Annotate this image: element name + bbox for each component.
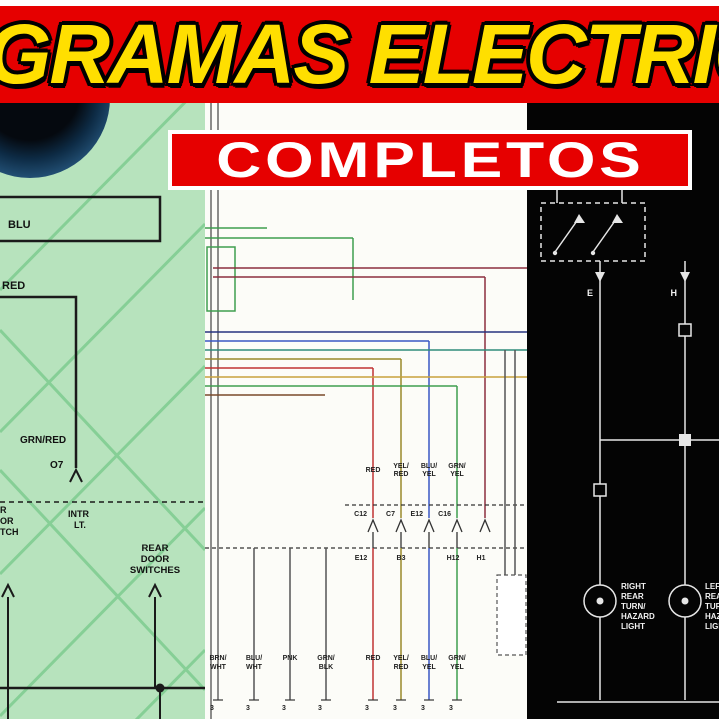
green-diagram-svg: BLU RED GRN/RED O7 INTR LT. R OR TCH REA… <box>0 80 205 719</box>
bottom-label-3b: BLK <box>319 664 333 671</box>
bottom-label-5b: RED <box>394 664 409 671</box>
subtitle-banner: COMPLETOS <box>168 130 692 190</box>
pin-number-1: 3 <box>246 705 250 712</box>
mid-top-label-0a: RED <box>366 467 381 474</box>
black-diagram-svg: E H RIGHT REAR TURN/ HAZARD LIGHT LEFT R… <box>540 186 719 703</box>
wire-label-grn-red: GRN/RED <box>20 435 66 446</box>
pin-number-4: 3 <box>365 705 369 712</box>
label-intr: INTR <box>68 509 89 519</box>
mid-top-label-2a: BLU/ <box>421 463 437 470</box>
bottom-label-5a: YEL/ <box>393 655 409 662</box>
label-lt: LT. <box>74 520 86 530</box>
mid-top-label-1a: YEL/ <box>393 463 409 470</box>
title-banner: GRAMAS ELECTRIC <box>0 6 719 103</box>
pin-number-2: 3 <box>282 705 286 712</box>
wire-label-red: RED <box>2 280 25 292</box>
bottom-label-0a: BRN/ <box>209 655 226 662</box>
label-fragment-1: R <box>0 505 7 515</box>
top-white-border <box>0 0 719 6</box>
bottom-label-4a: RED <box>366 655 381 662</box>
bottom-label-7b: YEL <box>450 664 464 671</box>
right-lamp-label-3: TURN/ <box>621 602 646 611</box>
lamp-circuit <box>557 261 719 703</box>
black-wiring <box>0 195 205 719</box>
bottom-label-1b: WHT <box>246 664 263 671</box>
label-fragment-2: OR <box>0 516 14 526</box>
connector-id-1: C7 <box>386 511 395 518</box>
label-door: DOOR <box>141 554 170 565</box>
right-lamp-label-5: LIGHT <box>621 622 645 631</box>
bottom-label-2a: PNK <box>283 655 298 662</box>
connector-id-2: E12 <box>411 511 424 518</box>
right-rails <box>504 350 516 575</box>
pin-number-6: 3 <box>421 705 425 712</box>
terminal-label-h: H <box>671 288 678 298</box>
connector-id-0: C12 <box>354 511 367 518</box>
left-lamp-label-4: HAZARD <box>705 612 719 621</box>
subtitle-text: COMPLETOS <box>215 132 645 188</box>
bottom-wires <box>213 548 462 701</box>
label-switches: SWITCHES <box>130 565 180 576</box>
right-lamp-label-2: REAR <box>621 592 644 601</box>
banner-title-text: GRAMAS ELECTRIC <box>0 7 719 101</box>
left-lamp-label-5: LIGHT <box>705 622 719 631</box>
pin-number-5: 3 <box>393 705 397 712</box>
bottom-label-6a: BLU/ <box>421 655 437 662</box>
connector-row <box>205 504 527 549</box>
bottom-label-7a: GRN/ <box>448 655 466 662</box>
wire-label-blu: BLU <box>8 219 31 231</box>
connector-id2-3: H1 <box>477 555 486 562</box>
wire-bundle <box>205 227 527 518</box>
boundary-connector-box <box>496 574 527 656</box>
right-lamp-label-1: RIGHT <box>621 582 646 591</box>
connector-id2-0: E12 <box>355 555 368 562</box>
white-diagram-panel: RED YEL/ RED BLU/ YEL GRN/ YEL C12 C7 E1… <box>205 0 527 719</box>
bottom-label-1a: BLU/ <box>246 655 262 662</box>
black-diagram-panel: E H RIGHT REAR TURN/ HAZARD LIGHT LEFT R… <box>527 0 719 719</box>
connector-id2-2: H12 <box>447 555 460 562</box>
bottom-label-0b: WHT <box>210 664 227 671</box>
green-box-outline <box>206 246 236 312</box>
label-rear: REAR <box>142 543 169 554</box>
relay-block <box>540 186 646 262</box>
mid-top-label-1b: RED <box>394 471 409 478</box>
connector-id2-1: B3 <box>397 555 406 562</box>
left-rails <box>210 103 219 719</box>
pin-number-3: 3 <box>318 705 322 712</box>
mid-top-label-3b: YEL <box>450 471 464 478</box>
terminal-label-e: E <box>587 288 593 298</box>
bottom-label-6b: YEL <box>422 664 436 671</box>
pin-number-0: 3 <box>210 705 214 712</box>
left-lamp-label-3: TURN/ <box>705 602 719 611</box>
terminal-label-o7: O7 <box>50 460 64 471</box>
label-fragment-3: TCH <box>0 527 19 537</box>
pin-number-7: 3 <box>449 705 453 712</box>
bottom-label-3a: GRN/ <box>317 655 335 662</box>
right-lamp-label-4: HAZARD <box>621 612 655 621</box>
connector-id-3: C16 <box>438 511 451 518</box>
mid-top-label-2b: YEL <box>422 471 436 478</box>
left-lamp-label-2: REAR <box>705 592 719 601</box>
diagonal-stripes <box>0 80 205 719</box>
left-lamp-label-1: LEFT <box>705 582 719 591</box>
white-diagram-svg: RED YEL/ RED BLU/ YEL GRN/ YEL C12 C7 E1… <box>205 103 527 719</box>
mid-top-label-3a: GRN/ <box>448 463 466 470</box>
